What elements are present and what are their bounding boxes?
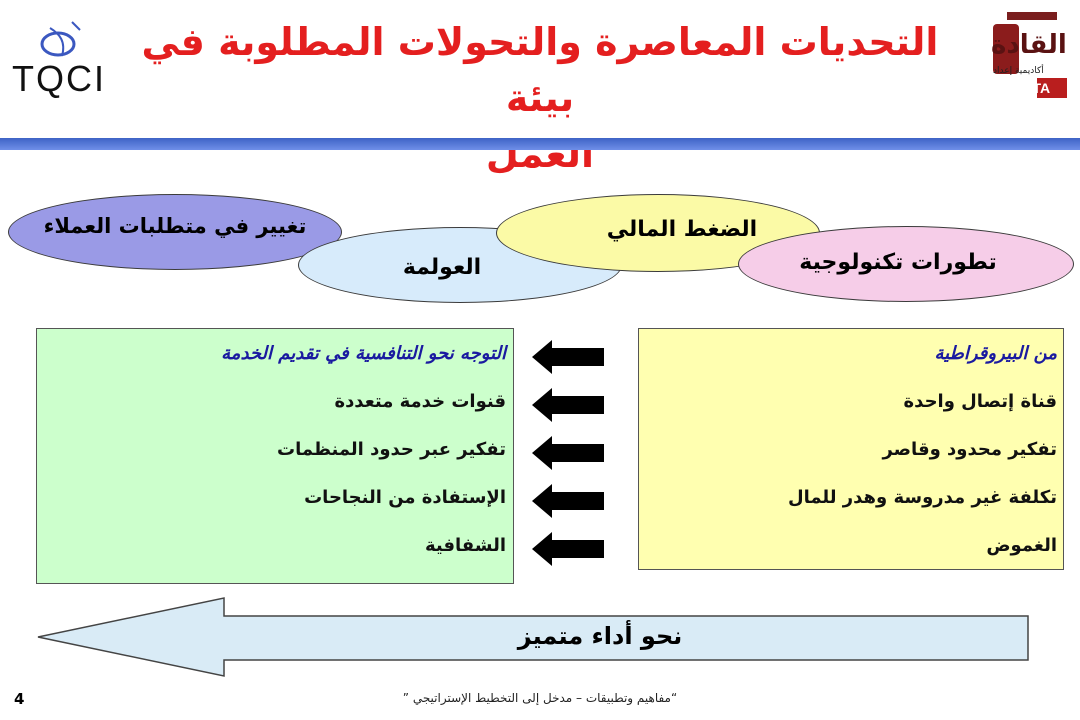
list-item: من البيروقراطية xyxy=(934,343,1057,364)
academy-logo-code: LTA xyxy=(1025,80,1051,96)
oval-financial-pressure: الضغط المالي xyxy=(496,194,820,272)
list-item: تفكير محدود وقاصر xyxy=(882,439,1057,460)
slide-title: التحديات المعاصرة والتحولات المطلوبة في … xyxy=(140,14,940,182)
list-item: تفكير عبر حدود المنظمات xyxy=(277,439,506,460)
transition-arrow xyxy=(532,436,604,470)
footer-caption: “مفاهيم وتطبيقات – مدخل إلى التخطيط الإس… xyxy=(402,691,678,705)
list-item: تكلفة غير مدروسة وهدر للمال xyxy=(787,487,1057,508)
academy-logo-text: القادة xyxy=(991,30,1067,60)
list-item: قناة إتصال واحدة xyxy=(903,391,1057,412)
big-direction-arrow xyxy=(37,597,1029,677)
target-state-list: التوجه نحو التنافسية في تقديم الخدمة قنو… xyxy=(36,328,514,584)
tqci-logo-emblem xyxy=(40,21,81,57)
academy-logo-subtitle: أكاديمية إعداد xyxy=(993,66,1044,76)
title-divider xyxy=(0,138,1080,150)
list-item: الشفافية xyxy=(424,535,506,556)
big-arrow-label: نحو أداء متميز xyxy=(517,622,683,650)
slide-title-line2: العمل xyxy=(485,132,595,176)
oval-globalization-label: العولمة xyxy=(402,254,482,280)
slide-title-line1: التحديات المعاصرة والتحولات المطلوبة في … xyxy=(141,20,939,120)
transition-arrow xyxy=(532,340,604,374)
list-item: الغموض xyxy=(986,535,1057,556)
list-item: التوجه نحو التنافسية في تقديم الخدمة xyxy=(221,343,506,364)
tqci-logo-text: TQCI xyxy=(12,58,106,99)
academy-logo-emblem xyxy=(993,12,1067,98)
transition-arrow xyxy=(532,532,604,566)
tqci-logo: TQCI xyxy=(10,12,125,102)
oval-customer-requirements: تغيير في متطلبات العملاء xyxy=(8,194,342,270)
transition-arrow xyxy=(532,388,604,422)
list-item: الإستفادة من النجاحات xyxy=(304,487,506,508)
list-item: قنوات خدمة متعددة xyxy=(334,391,506,412)
page-number: 4 xyxy=(14,690,25,708)
oval-technology-developments: تطورات تكنولوجية xyxy=(738,226,1074,302)
oval-customer-requirements-label: تغيير في متطلبات العملاء xyxy=(43,214,307,238)
oval-technology-developments-label: تطورات تكنولوجية xyxy=(799,249,997,275)
academy-logo: القادة أكاديمية إعداد LTA xyxy=(975,8,1073,104)
current-state-list: من البيروقراطية قناة إتصال واحدة تفكير م… xyxy=(638,328,1064,570)
transition-arrow xyxy=(532,484,604,518)
oval-financial-pressure-label: الضغط المالي xyxy=(606,216,758,242)
